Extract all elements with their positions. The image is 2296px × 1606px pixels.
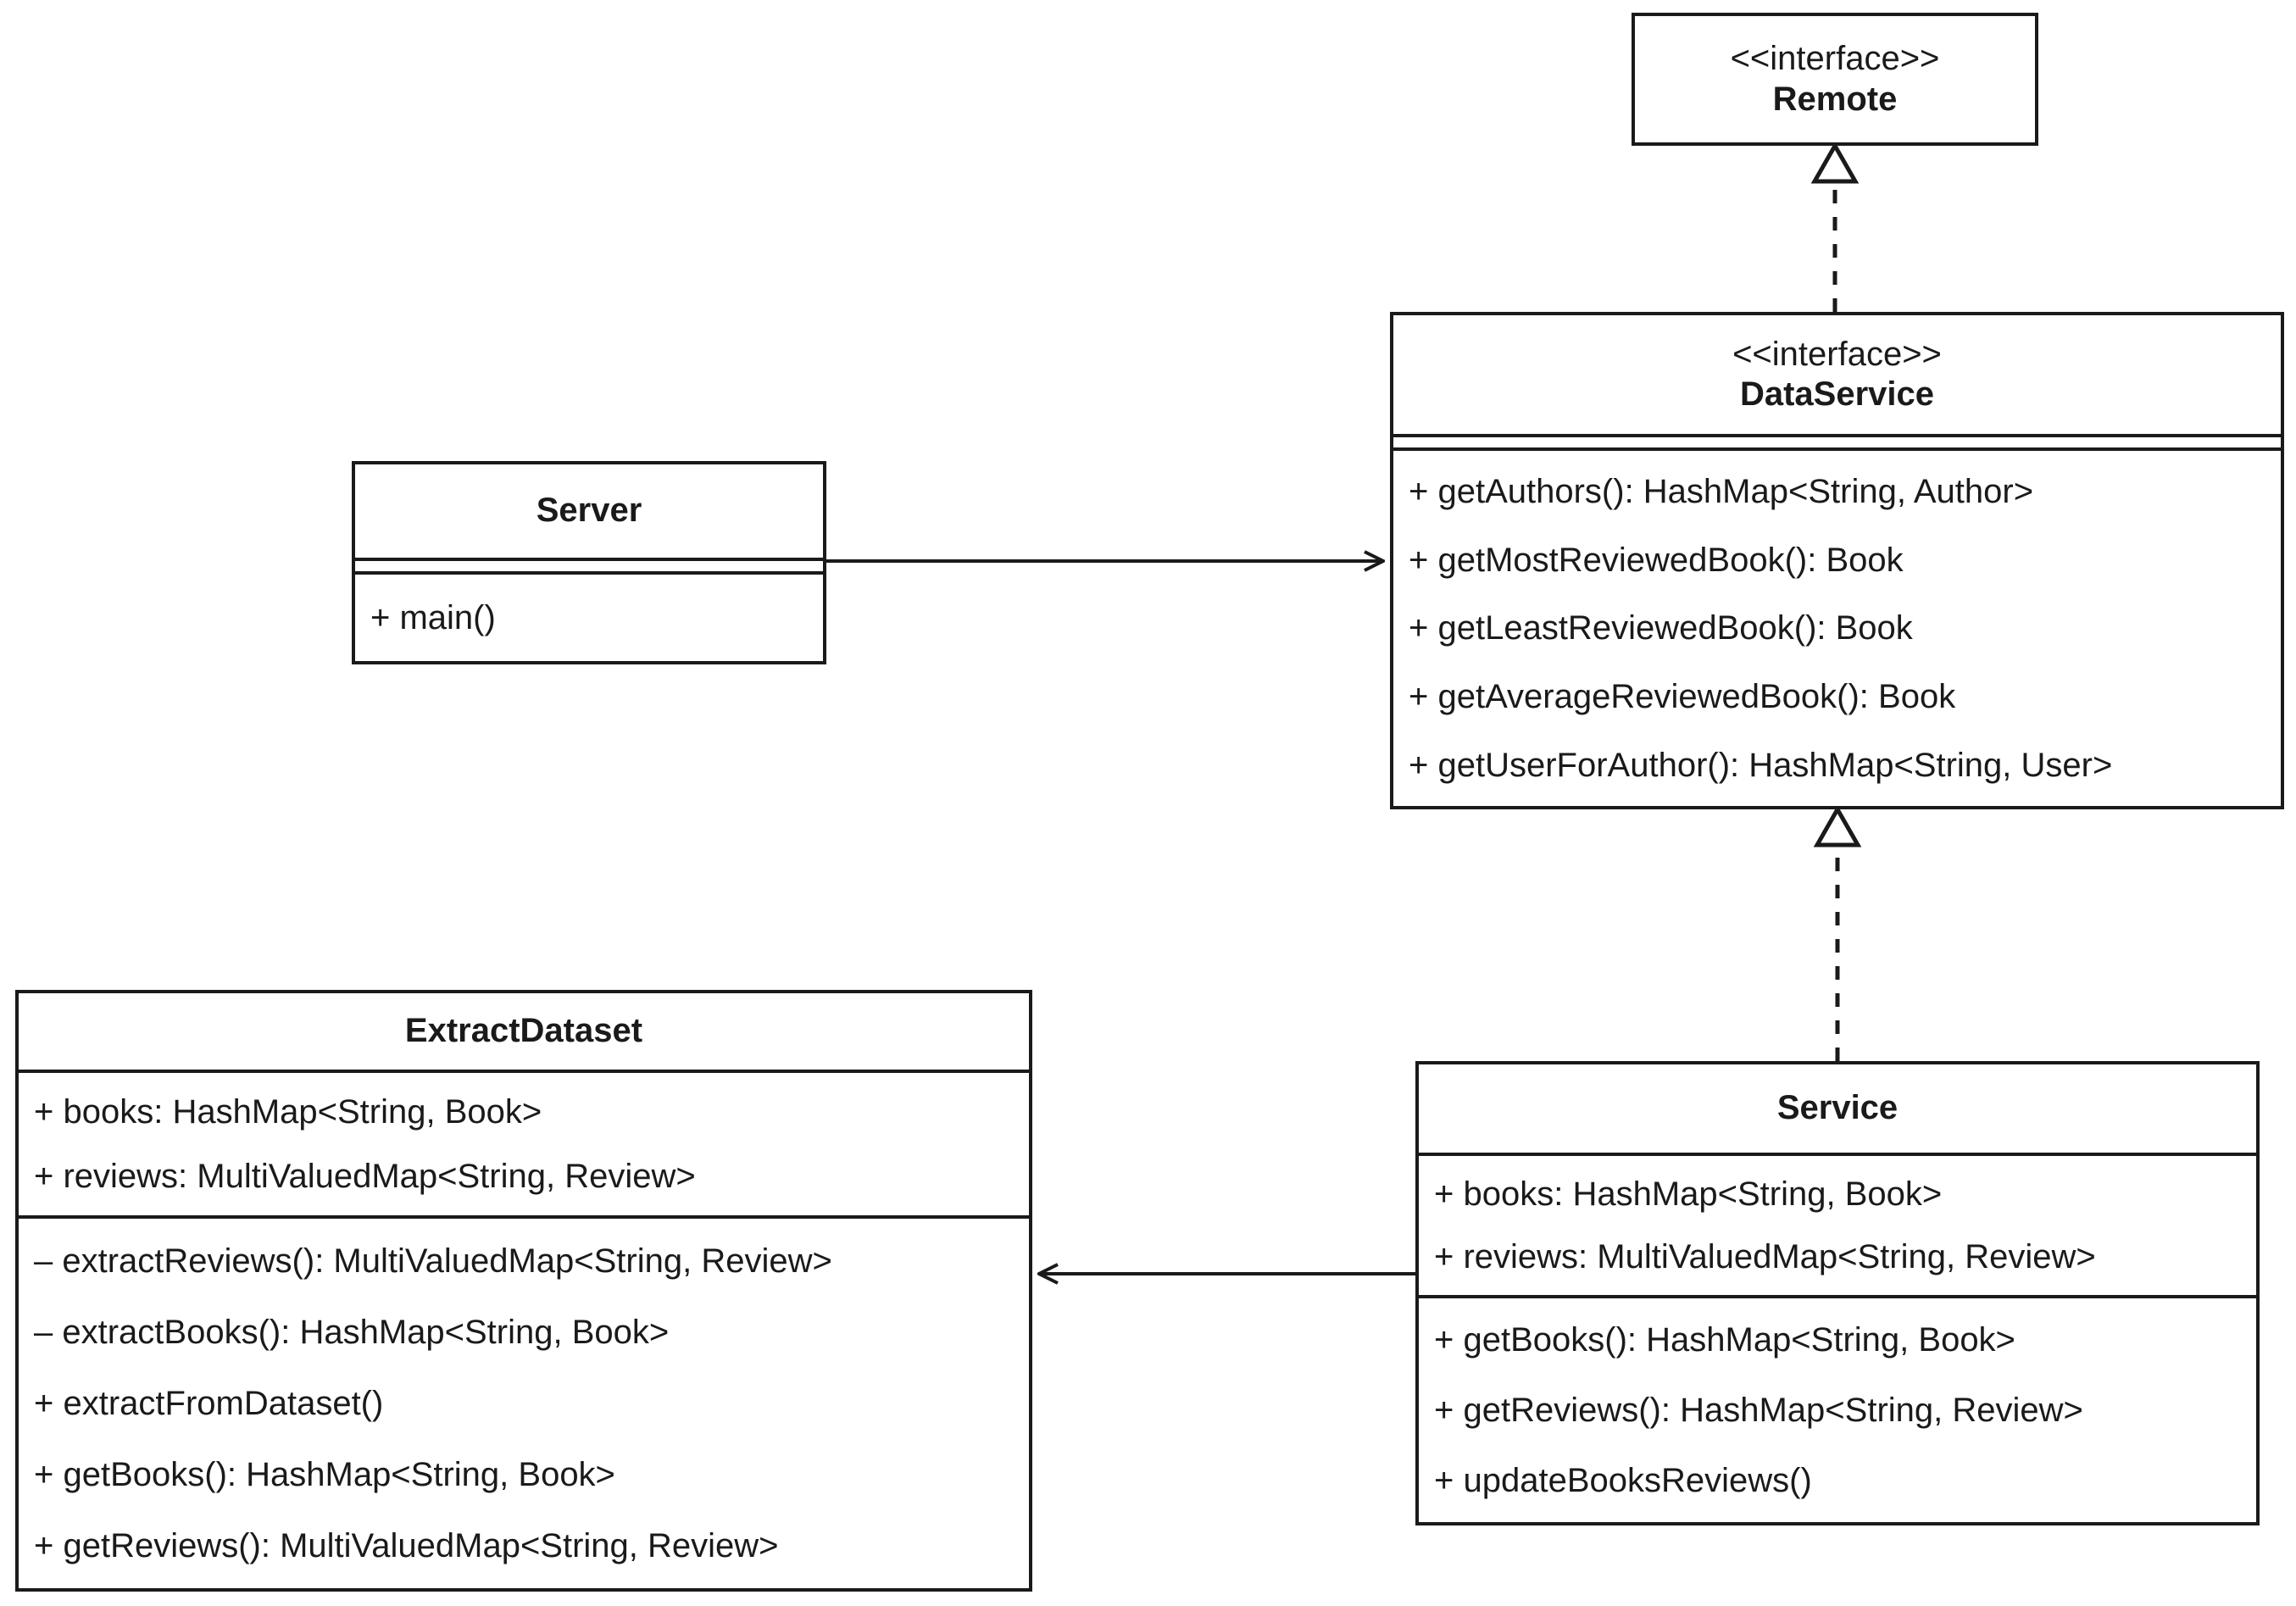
server-class-name: Server [536, 492, 642, 530]
class-box-dataservice[interactable]: <<interface>> DataService + getAuthors()… [1390, 312, 2284, 809]
extractdataset-class-name: ExtractDataset [404, 1012, 643, 1050]
server-header: Server [355, 464, 823, 558]
dataservice-class-name: DataService [1739, 375, 1935, 413]
service-header: Service [1419, 1064, 2256, 1153]
remote-stereotype: <<interface>> [1730, 40, 1940, 78]
class-box-remote[interactable]: <<interface>> Remote [1632, 13, 2038, 146]
dataservice-stereotype: <<interface>> [1732, 335, 1942, 373]
extractdataset-method: + extractFromDataset() [34, 1385, 384, 1422]
extractdataset-method: – extractReviews(): MultiValuedMap<Strin… [34, 1242, 832, 1280]
service-attribute: + reviews: MultiValuedMap<String, Review… [1434, 1238, 2096, 1275]
dataservice-method: + getMostReviewedBook(): Book [1409, 541, 1904, 579]
edge-service-realizes-dataservice [1813, 804, 1862, 1061]
class-box-service[interactable]: Service + books: HashMap<String, Book> +… [1415, 1061, 2260, 1525]
service-attribute: + books: HashMap<String, Book> [1434, 1175, 1943, 1213]
remote-class-name: Remote [1772, 80, 1898, 118]
server-attributes-compartment [355, 558, 823, 571]
service-attributes-compartment: + books: HashMap<String, Book> + reviews… [1419, 1153, 2256, 1295]
service-method: + getReviews(): HashMap<String, Review> [1434, 1391, 2083, 1429]
service-class-name: Service [1776, 1089, 1899, 1127]
server-methods-compartment: + main() [355, 571, 823, 661]
extractdataset-header: ExtractDataset [19, 993, 1029, 1070]
extractdataset-attributes-compartment: + books: HashMap<String, Book> + reviews… [19, 1070, 1029, 1215]
extractdataset-attribute: + reviews: MultiValuedMap<String, Review… [34, 1158, 696, 1195]
extractdataset-attribute: + books: HashMap<String, Book> [34, 1093, 542, 1131]
edge-dataservice-realizes-remote [1810, 141, 1860, 312]
service-method: + getBooks(): HashMap<String, Book> [1434, 1321, 2015, 1359]
service-method: + updateBooksReviews() [1434, 1461, 1812, 1499]
class-box-extractdataset[interactable]: ExtractDataset + books: HashMap<String, … [15, 990, 1032, 1592]
dataservice-method: + getAverageReviewedBook(): Book [1409, 678, 1956, 716]
extractdataset-methods-compartment: – extractReviews(): MultiValuedMap<Strin… [19, 1215, 1029, 1588]
extractdataset-method: + getBooks(): HashMap<String, Book> [34, 1456, 615, 1493]
remote-header: <<interface>> Remote [1635, 16, 2035, 142]
dataservice-attributes-compartment [1393, 434, 2281, 447]
service-methods-compartment: + getBooks(): HashMap<String, Book> + ge… [1419, 1295, 2256, 1522]
server-method: + main() [370, 599, 496, 636]
dataservice-method: + getLeastReviewedBook(): Book [1409, 609, 1913, 647]
dataservice-method: + getUserForAuthor(): HashMap<String, Us… [1409, 746, 2113, 784]
dataservice-header: <<interface>> DataService [1393, 315, 2281, 434]
dataservice-method: + getAuthors(): HashMap<String, Author> [1409, 473, 2034, 511]
extractdataset-method: – extractBooks(): HashMap<String, Book> [34, 1314, 670, 1351]
class-box-server[interactable]: Server + main() [352, 461, 826, 664]
dataservice-methods-compartment: + getAuthors(): HashMap<String, Author> … [1393, 447, 2281, 806]
extractdataset-method: + getReviews(): MultiValuedMap<String, R… [34, 1527, 779, 1564]
